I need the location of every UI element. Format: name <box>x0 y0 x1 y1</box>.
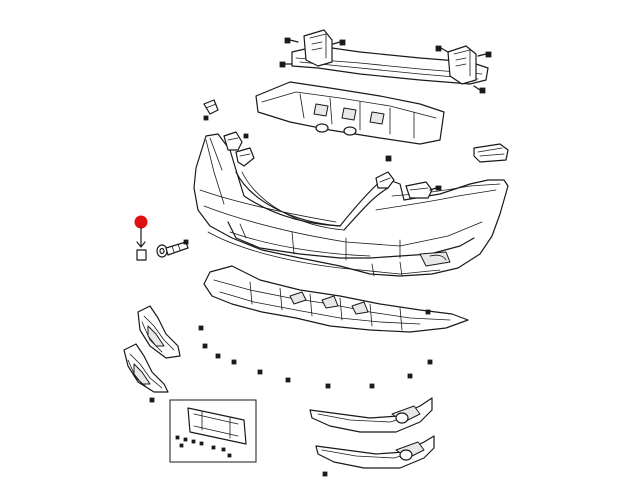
fastener[interactable] <box>385 155 392 162</box>
push-pin-icon[interactable] <box>369 383 375 389</box>
push-pin-icon[interactable] <box>427 359 433 365</box>
license-bracket-fasteners <box>175 435 232 458</box>
license-bracket-icon <box>187 407 247 445</box>
bolt-icon <box>203 115 209 121</box>
push-pin-fasteners <box>149 325 433 403</box>
license-plate-bracket-panel[interactable] <box>169 399 257 463</box>
push-pin-icon[interactable] <box>198 325 204 331</box>
push-pin-icon[interactable] <box>407 373 413 379</box>
bolt-icon <box>435 185 442 191</box>
bumper-fascia[interactable] <box>193 133 509 277</box>
tow-hook-cover-callout[interactable] <box>134 215 148 261</box>
push-pin-icon[interactable] <box>231 359 237 365</box>
bolt-icon[interactable] <box>473 85 486 94</box>
bolt-icon <box>243 133 249 139</box>
mounting-bracket-right[interactable] <box>473 143 509 163</box>
lower-air-deflector[interactable] <box>203 265 469 333</box>
right-fog-lamp-bezel-upper[interactable] <box>309 397 433 433</box>
push-pin-icon[interactable] <box>202 343 208 349</box>
bolt-icon[interactable] <box>435 45 449 53</box>
tow-hook-cover-icon[interactable] <box>136 249 147 261</box>
bolt-icon[interactable] <box>332 39 346 46</box>
bolt-icon <box>385 155 392 162</box>
push-pin-icon[interactable] <box>325 383 331 389</box>
mounting-bracket-center-left[interactable] <box>235 147 255 167</box>
mounting-bracket-right-lower[interactable] <box>405 181 442 199</box>
push-pin-icon[interactable] <box>149 397 155 403</box>
bolt-icon <box>425 309 431 315</box>
bolt-icon[interactable] <box>284 37 299 44</box>
fastener[interactable] <box>322 471 328 477</box>
right-fog-lamp-bezel-lower[interactable] <box>315 435 435 469</box>
mounting-bracket-center-right[interactable] <box>375 171 395 189</box>
push-pin-icon[interactable] <box>257 369 263 375</box>
energy-absorber[interactable] <box>255 81 445 145</box>
bolt-icon[interactable] <box>279 61 293 68</box>
left-fog-lamp-bezel-upper[interactable] <box>137 305 181 359</box>
highlight-marker-icon[interactable] <box>134 215 148 229</box>
push-pin-icon[interactable] <box>215 353 221 359</box>
push-pin-icon[interactable] <box>285 377 291 383</box>
mounting-bracket-left-upper[interactable] <box>203 99 219 121</box>
bolt-icon <box>183 239 189 245</box>
bolt-icon <box>322 471 328 477</box>
tow-eye[interactable] <box>156 239 189 258</box>
left-fog-lamp-bezel-lower[interactable] <box>123 343 169 393</box>
fastener-group-beam <box>279 37 492 94</box>
reinforcement-beam[interactable] <box>291 29 489 85</box>
bolt-icon[interactable] <box>477 51 492 58</box>
mounting-bracket-left[interactable] <box>223 131 249 151</box>
